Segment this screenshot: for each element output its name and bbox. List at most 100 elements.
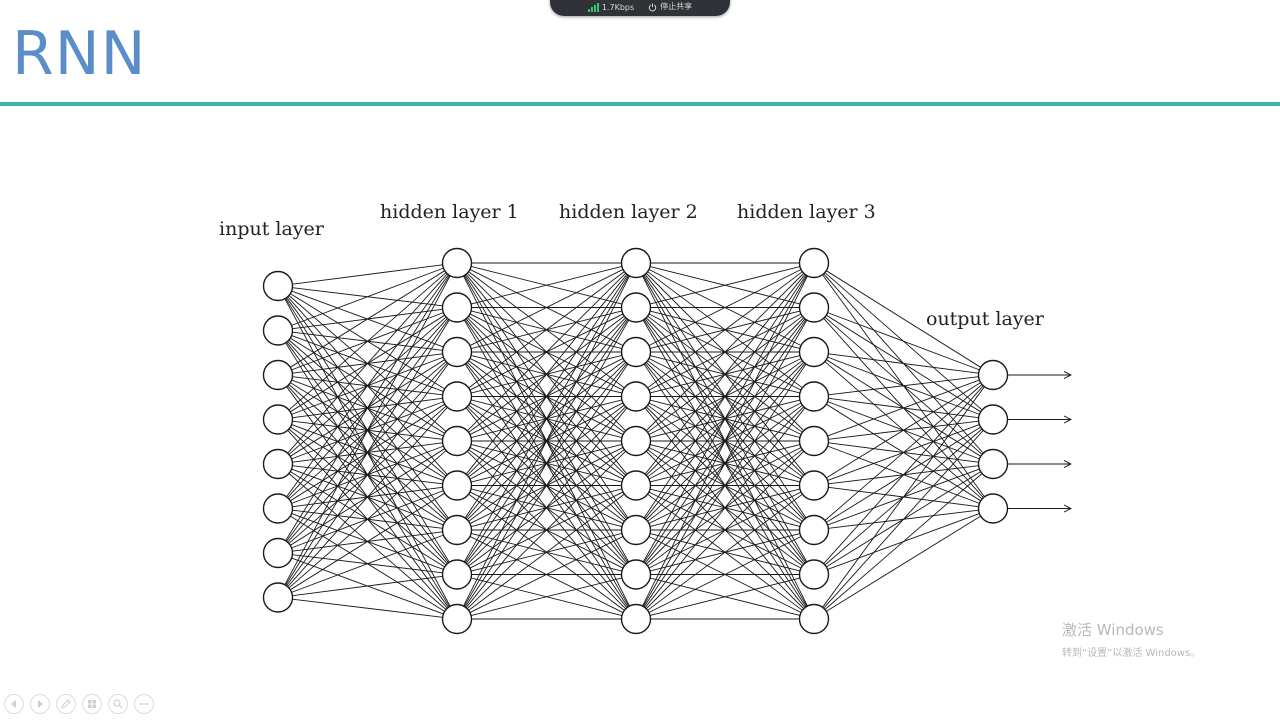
connection-edge [290,270,445,368]
next-slide-button[interactable] [30,694,50,714]
connection-edge [284,275,451,585]
connection-edge [826,515,981,612]
node-input [262,404,294,435]
node-hidden-2 [620,559,652,590]
layer-label-hidden-2: hidden layer 2 [559,201,698,223]
node-hidden-3 [798,514,830,546]
node-hidden-2 [620,470,652,501]
connection-edge [648,536,802,613]
previous-slide-button[interactable] [4,694,24,714]
connection-edge [827,312,980,371]
node-hidden-2 [620,292,652,323]
stop-sharing-label: 停止共享 [660,2,693,11]
connection-edge [469,269,624,346]
node-hidden-3 [798,336,830,368]
zoom-icon [113,699,123,709]
node-hidden-2 [620,603,652,635]
windows-activation-watermark: 激活 Windows 转到“设置”以激活 Windows。 [1062,619,1200,659]
node-hidden-2 [620,247,652,279]
node-hidden-3 [798,292,830,323]
node-hidden-3 [798,247,830,279]
connection-edge [288,450,447,589]
node-hidden-1 [441,470,473,501]
connection-edge [824,473,983,610]
connection-edge [292,575,443,597]
connection-edge [287,407,448,587]
connection-edge [465,274,628,475]
pen-tool-button[interactable] [56,694,76,714]
connection-edge [470,577,623,616]
connection-edge [643,274,807,519]
more-options-button[interactable] [134,694,154,714]
connection-edge [468,493,625,611]
connection-edge [642,275,808,607]
connection-edge [642,319,808,607]
node-input [262,359,294,391]
connection-edge [463,275,630,563]
connection-edge [468,271,625,389]
connection-edge [643,363,807,608]
connection-edge [822,386,985,608]
node-input [262,315,294,346]
node-hidden-3 [798,470,830,501]
connection-edge [826,382,981,479]
node-output [977,359,1009,391]
connection-edge [285,319,450,586]
power-icon [648,3,657,12]
slide-title: RNN [12,19,147,89]
connection-edge [828,353,979,374]
network-graph [262,247,1100,635]
connection-edge [286,274,449,498]
layer-label-hidden-1: hidden layer 1 [380,201,519,223]
node-input [262,582,294,613]
node-hidden-1 [441,381,473,412]
connection-edge [288,272,447,411]
neural-network-diagram: input layer hidden layer 1 hidden layer … [200,190,1100,640]
node-hidden-1 [441,247,473,279]
node-input [262,493,294,524]
more-icon [140,703,148,705]
node-hidden-3 [798,425,830,457]
connection-edge [826,270,981,368]
screen-share-bar: 1.7Kbps 停止共享 [550,0,730,16]
node-hidden-1 [441,336,473,368]
connection-edge [466,272,627,432]
pen-icon [61,699,71,709]
connection-edge [463,319,630,607]
node-hidden-1 [441,514,473,546]
connection-edge [285,275,450,541]
connection-edge [291,267,444,326]
next-icon [38,700,43,708]
node-hidden-1 [441,425,473,457]
node-output [977,448,1009,480]
connection-edge [649,577,801,616]
network-speed: 1.7Kbps [601,3,635,12]
slides-overview-button[interactable] [82,694,102,714]
zoom-button[interactable] [108,694,128,714]
node-hidden-3 [798,381,830,412]
connection-edge [466,450,627,610]
connection-edge [463,275,630,607]
connection-edge [648,269,802,346]
layer-label-input: input layer [219,218,324,240]
connections [284,262,985,620]
connection-edge [292,598,443,618]
node-hidden-1 [441,603,473,635]
node-input [262,448,294,480]
connection-edge [465,407,628,608]
previous-icon [11,700,16,708]
node-output [977,404,1009,435]
slides-grid-icon [88,700,96,708]
connection-edge [649,266,801,305]
stop-sharing-button[interactable]: 停止共享 [648,1,692,12]
node-hidden-2 [620,514,652,546]
node-hidden-2 [620,425,652,457]
connection-edge [828,376,979,396]
node-hidden-1 [441,292,473,323]
layer-label-hidden-3: hidden layer 3 [737,201,876,223]
connection-edge [464,363,629,608]
connection-edge [647,271,803,389]
connection-edge [469,536,624,613]
signal-bars-icon [587,3,599,12]
